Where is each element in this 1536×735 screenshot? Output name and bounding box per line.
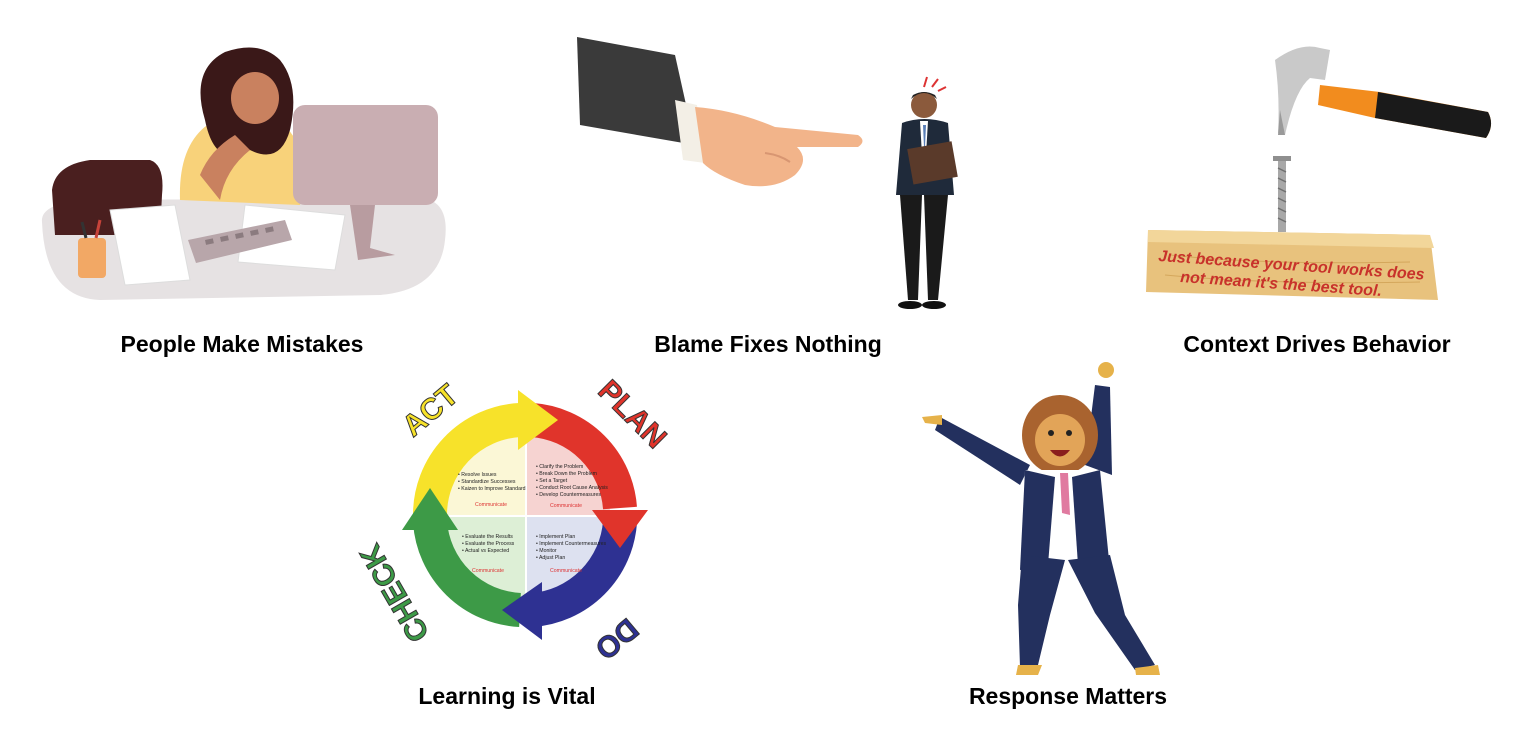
check-item-2: • Evaluate the Process	[462, 541, 515, 547]
pdca-check-list: • Evaluate the Results • Evaluate the Pr…	[462, 534, 515, 574]
caption-people-make-mistakes: People Make Mistakes	[120, 331, 364, 357]
act-item-2: • Standardize Successes	[458, 479, 516, 485]
caption-blame-fixes-nothing: Blame Fixes Nothing	[654, 331, 882, 357]
act-item-3: • Kaizen to Improve Standard	[458, 486, 526, 492]
plan-item-3: • Set a Target	[536, 478, 568, 484]
plan-item-4: • Conduct Root Cause Analysis	[536, 485, 608, 491]
lion-businessman-illustration	[922, 362, 1160, 675]
plan-item-1: • Clarify the Problem	[536, 464, 583, 470]
plan-item-2: • Break Down the Problem	[536, 471, 597, 477]
act-communicate: Communicate	[475, 502, 507, 508]
act-item-1: • Resolve Issues	[458, 472, 497, 478]
do-item-3: • Monitor	[536, 548, 557, 554]
check-communicate: Communicate	[472, 568, 504, 574]
panel-learning-is-vital: ACT PLAN DO CHECK • Resolve Issues • Sta…	[340, 365, 700, 735]
caption-context-drives-behavior: Context Drives Behavior	[1183, 331, 1451, 357]
plan-item-5: • Develop Countermeasures	[536, 492, 601, 498]
pdca-do-list: • Implement Plan • Implement Countermeas…	[536, 534, 607, 574]
check-item-3: • Actual vs Expected	[462, 548, 509, 554]
pdca-plan-list: • Clarify the Problem • Break Down the P…	[536, 464, 608, 509]
check-item-1: • Evaluate the Results	[462, 534, 513, 540]
blamed-man-illustration	[896, 76, 958, 309]
do-communicate: Communicate	[550, 568, 582, 574]
pdca-cycle-diagram: ACT PLAN DO CHECK • Resolve Issues • Sta…	[353, 373, 673, 666]
plan-communicate: Communicate	[550, 503, 582, 509]
panel-blame-fixes-nothing: Blame Fixes Nothing	[500, 0, 1040, 360]
woman-at-computer-illustration	[41, 47, 446, 300]
panel-context-drives-behavior: Just because your tool works does not me…	[1110, 0, 1536, 360]
do-item-2: • Implement Countermeasures	[536, 541, 607, 547]
do-item-4: • Adjust Plan	[536, 555, 565, 561]
caption-learning-is-vital: Learning is Vital	[418, 683, 596, 709]
hammer-and-board-illustration: Just because your tool works does not me…	[1146, 46, 1492, 300]
panel-response-matters: Response Matters	[900, 350, 1240, 735]
panel-people-make-mistakes: People Make Mistakes	[0, 0, 500, 360]
pdca-act-list: • Resolve Issues • Standardize Successes…	[458, 472, 526, 508]
pdca-do-label: DO	[589, 612, 645, 666]
pointing-hand-illustration	[577, 37, 863, 187]
caption-response-matters: Response Matters	[968, 683, 1168, 709]
do-item-1: • Implement Plan	[536, 534, 575, 540]
